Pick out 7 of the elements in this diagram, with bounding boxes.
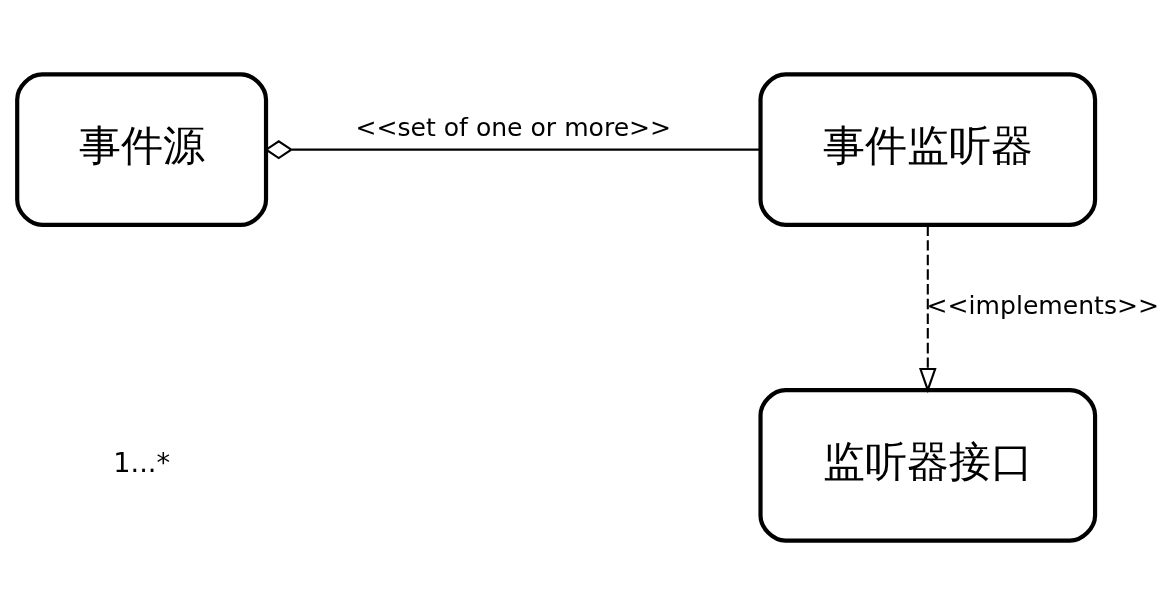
edge-label: <<set of one or more>> <box>355 112 672 142</box>
node-box: 监听器接口 <box>758 387 1098 543</box>
arrow <box>919 225 937 393</box>
node-box: 事件监听器 <box>758 71 1098 227</box>
node-box: 事件源 <box>15 71 269 227</box>
edge-label: <<implements>> <box>926 290 1160 320</box>
label: 1...* <box>113 446 171 478</box>
